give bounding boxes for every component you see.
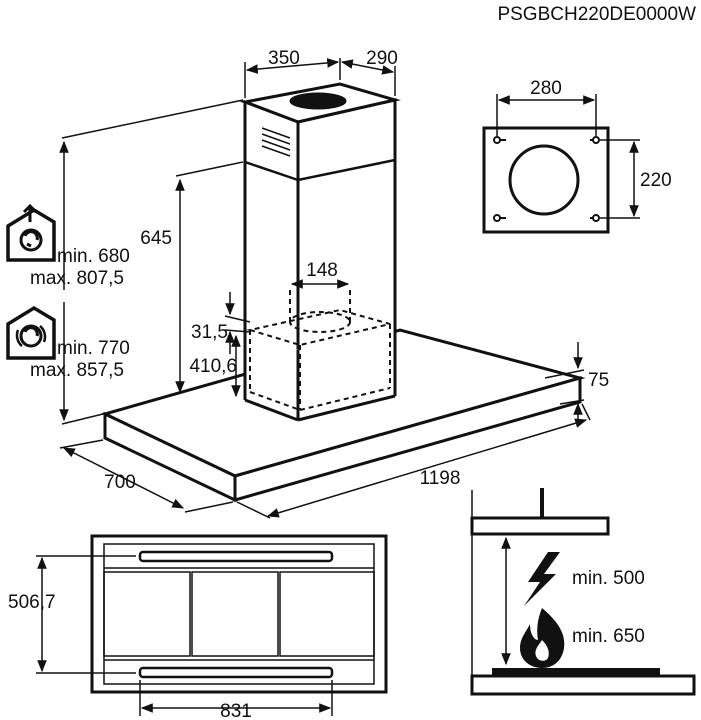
clearance-diagram bbox=[470, 488, 696, 696]
recirculation-max-label: max. 857,5 bbox=[30, 360, 124, 381]
lightning-icon bbox=[524, 552, 560, 606]
flame-icon bbox=[520, 608, 565, 668]
hob-side-profile bbox=[470, 674, 696, 696]
dim-1198 bbox=[236, 403, 591, 519]
chimney-width-label: 350 bbox=[268, 48, 300, 69]
dim-bracket bbox=[496, 94, 640, 219]
motor-housing-hidden bbox=[246, 290, 391, 411]
min-height-label: 410,6 bbox=[189, 356, 237, 377]
dim-bottom bbox=[36, 555, 333, 716]
extraction-min-label: min. 680 bbox=[57, 246, 130, 267]
dim-700 bbox=[59, 439, 234, 513]
dim-31-410 bbox=[224, 292, 251, 398]
hood-bottom-view bbox=[90, 534, 388, 694]
canopy-thickness-label: 75 bbox=[588, 370, 609, 391]
bracket-width-label: 280 bbox=[530, 78, 562, 99]
bracket-height-label: 220 bbox=[640, 170, 672, 191]
hood-side-profile bbox=[470, 516, 610, 536]
ceiling-bracket-drawing bbox=[482, 126, 610, 234]
canopy-depth-label: 700 bbox=[104, 472, 136, 493]
model-code: PSGBCH220DE0000W bbox=[497, 4, 696, 25]
gas-clearance-label: min. 650 bbox=[572, 626, 645, 647]
chimney-depth-label: 290 bbox=[366, 48, 398, 69]
extraction-max-label: max. 807,5 bbox=[30, 268, 124, 289]
height-range-label: 645 bbox=[140, 228, 172, 249]
duct-diameter-label: 148 bbox=[306, 260, 338, 281]
canopy-width-label: 1198 bbox=[420, 468, 461, 489]
dim-645 bbox=[175, 161, 244, 394]
hob-surface bbox=[492, 668, 660, 676]
extraction-house-icon bbox=[6, 203, 56, 262]
dim-75 bbox=[544, 342, 585, 420]
duct-opening bbox=[289, 92, 347, 110]
electric-clearance-label: min. 500 bbox=[572, 568, 645, 589]
dim-overall-height bbox=[59, 99, 244, 425]
dim-chimney-top bbox=[244, 58, 396, 98]
outlet-offset-label: 31,5 bbox=[191, 322, 228, 343]
bottom-depth-label: 506,7 bbox=[8, 592, 56, 613]
vent-grille bbox=[261, 127, 291, 157]
recirculation-min-label: min. 770 bbox=[57, 338, 130, 359]
chimney-joint bbox=[244, 158, 396, 182]
recirculation-house-icon bbox=[6, 305, 56, 360]
bottom-width-label: 831 bbox=[220, 701, 252, 720]
